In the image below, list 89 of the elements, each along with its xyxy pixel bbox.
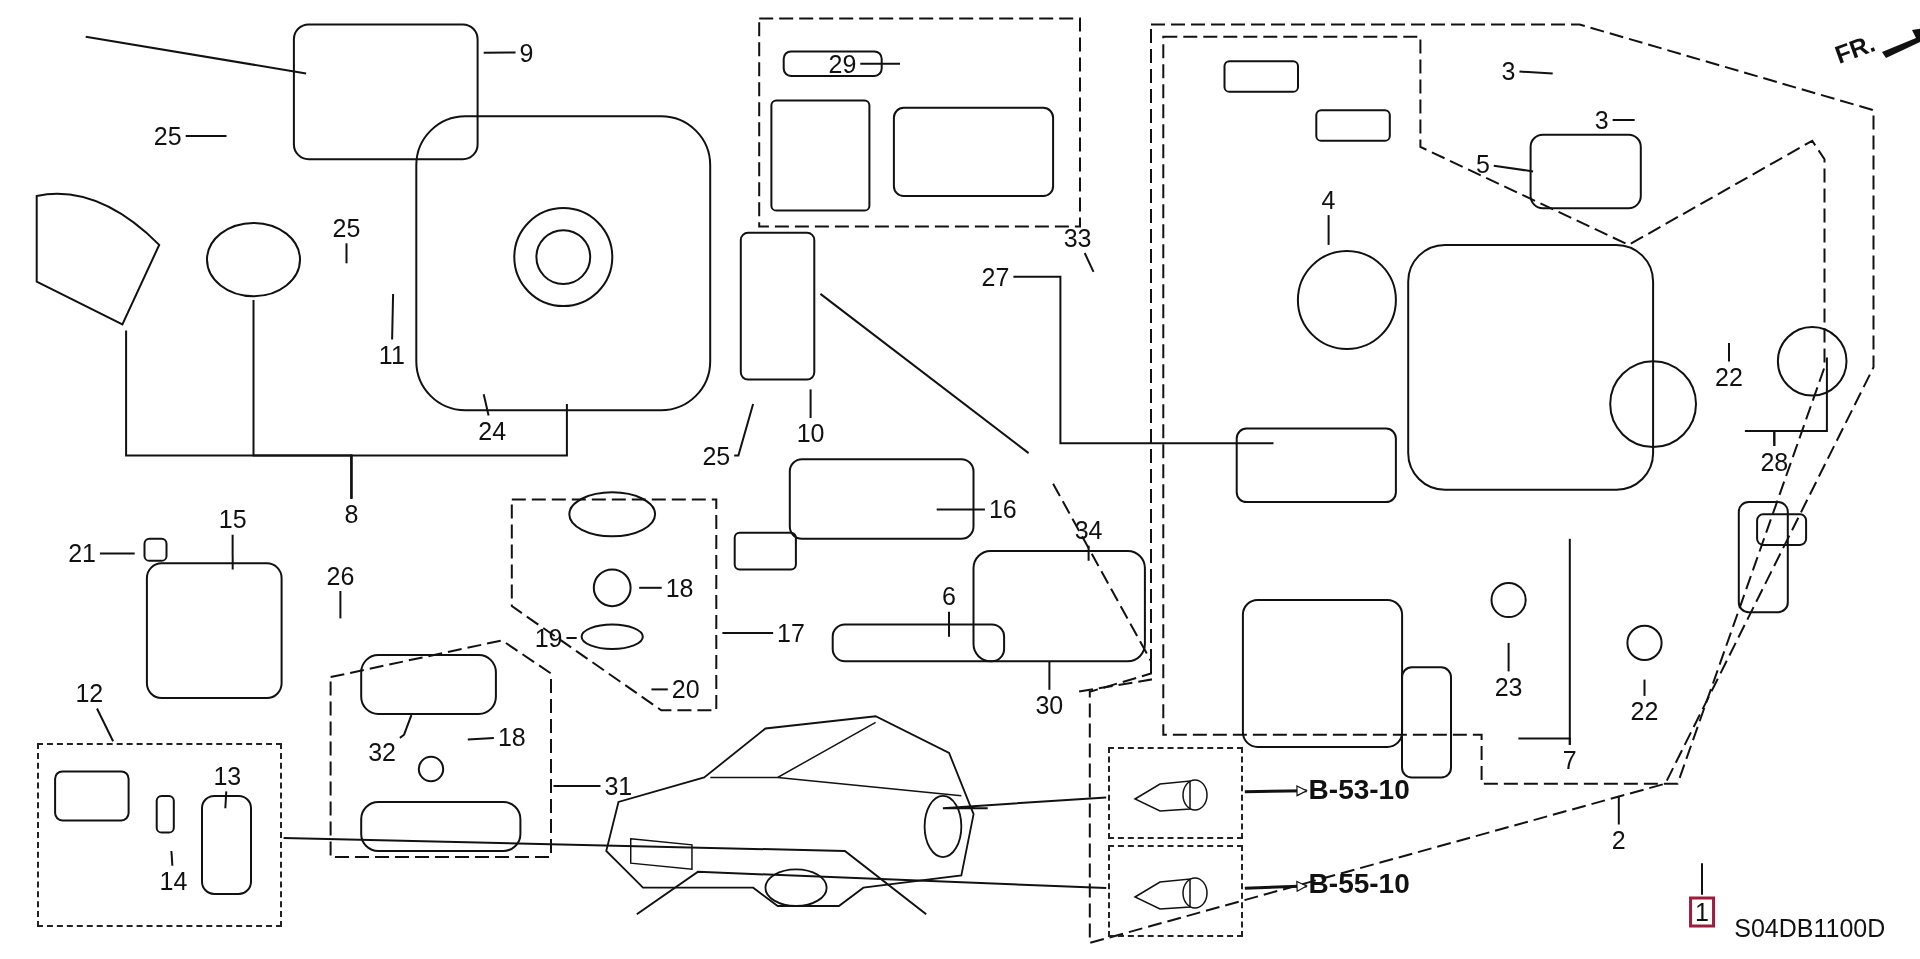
callout-number: 19 [532, 624, 565, 652]
leader-line [565, 637, 578, 639]
callout-number: 33 [1061, 224, 1094, 252]
leader-line [1743, 430, 1776, 448]
leader-line [1507, 641, 1510, 673]
callout-number: 26 [324, 562, 357, 589]
leader-line [809, 388, 812, 419]
callout-number: 28 [1758, 448, 1791, 476]
leader-line [1728, 341, 1730, 363]
leader-line [935, 508, 986, 511]
dashed-group-box [36, 743, 282, 927]
callout-number: 25 [330, 214, 363, 242]
callout-number: 1 [1689, 896, 1715, 928]
leader-line [948, 610, 950, 638]
drawing-code: S04DB1100D [1733, 914, 1887, 942]
reference-code: B-55-10 [1308, 868, 1410, 901]
callout-number: 11 [376, 341, 407, 369]
callout-number: 8 [342, 500, 361, 528]
callout-number: 31 [602, 772, 635, 800]
leader-line [1083, 252, 1095, 273]
callout-number: 18 [663, 574, 696, 602]
callout-number: 34 [1072, 516, 1105, 544]
leader-line [1611, 119, 1636, 121]
leader-line [941, 796, 1108, 810]
leader-line [1492, 164, 1535, 173]
leader-line [391, 292, 395, 341]
callout-number: 12 [73, 679, 106, 707]
leader-line [859, 62, 901, 65]
leader-line [398, 714, 413, 739]
leader-line [345, 242, 348, 265]
leader-line [98, 552, 136, 555]
leader-line [482, 393, 490, 417]
leader-line [231, 533, 234, 571]
callout-number: 30 [1033, 691, 1066, 719]
leader-line [721, 632, 775, 635]
callout-number: 21 [66, 539, 98, 567]
callout-number: 22 [1713, 363, 1745, 391]
leader-line [96, 707, 115, 743]
leader-line [482, 51, 517, 54]
leader-line [1048, 660, 1051, 691]
callout-number: 9 [517, 39, 536, 67]
callout-number: 22 [1628, 697, 1661, 725]
direction-label: FR. [1830, 28, 1880, 70]
leader-line [1087, 544, 1090, 562]
leader-line [552, 785, 602, 788]
leader-line [1012, 275, 1275, 445]
callout-number: 6 [940, 582, 958, 610]
callout-number: 14 [157, 867, 190, 895]
leader-line [339, 590, 342, 620]
reference-code: B-53-10 [1308, 773, 1410, 806]
callout-number: 20 [669, 675, 702, 703]
callout-number: 3 [1499, 57, 1518, 85]
leader-line [350, 403, 568, 500]
callout-number: 25 [700, 442, 733, 469]
leader-line [466, 737, 495, 741]
callout-number: 3 [1592, 106, 1611, 134]
callout-number: 25 [151, 122, 184, 150]
outline-arrow [1244, 880, 1308, 892]
callout-number: 13 [211, 762, 244, 790]
leader-line [1643, 678, 1646, 697]
leader-line [1517, 737, 1571, 746]
dashed-group-box [1108, 844, 1243, 937]
callout-number: 10 [794, 419, 827, 447]
leader-line [184, 134, 228, 137]
callout-number: 7 [1560, 746, 1579, 774]
callout-number: 16 [986, 495, 1019, 523]
leader-line [1701, 862, 1703, 896]
leader-line [224, 790, 228, 810]
leader-line [1518, 70, 1554, 75]
leader-line [635, 870, 1108, 916]
leader-line [1617, 794, 1620, 826]
callout-number: 23 [1492, 673, 1525, 701]
callout-number: 15 [216, 505, 249, 533]
leader-line [282, 837, 928, 916]
callout-number: 5 [1473, 150, 1492, 178]
callout-number: 17 [775, 619, 807, 647]
leader-line [638, 586, 663, 589]
callout-number: 32 [366, 738, 398, 766]
leader-line [733, 403, 755, 457]
callout-number: 4 [1319, 186, 1338, 214]
leader-line [1327, 214, 1330, 246]
leader-line [650, 688, 669, 691]
callout-number: 24 [476, 417, 509, 445]
leader-line [170, 850, 174, 867]
callout-number: 2 [1609, 826, 1628, 854]
dashed-group-box [1108, 746, 1243, 839]
callout-number: 18 [495, 723, 528, 751]
callout-number: 27 [979, 263, 1012, 291]
outline-arrow [1244, 785, 1308, 797]
